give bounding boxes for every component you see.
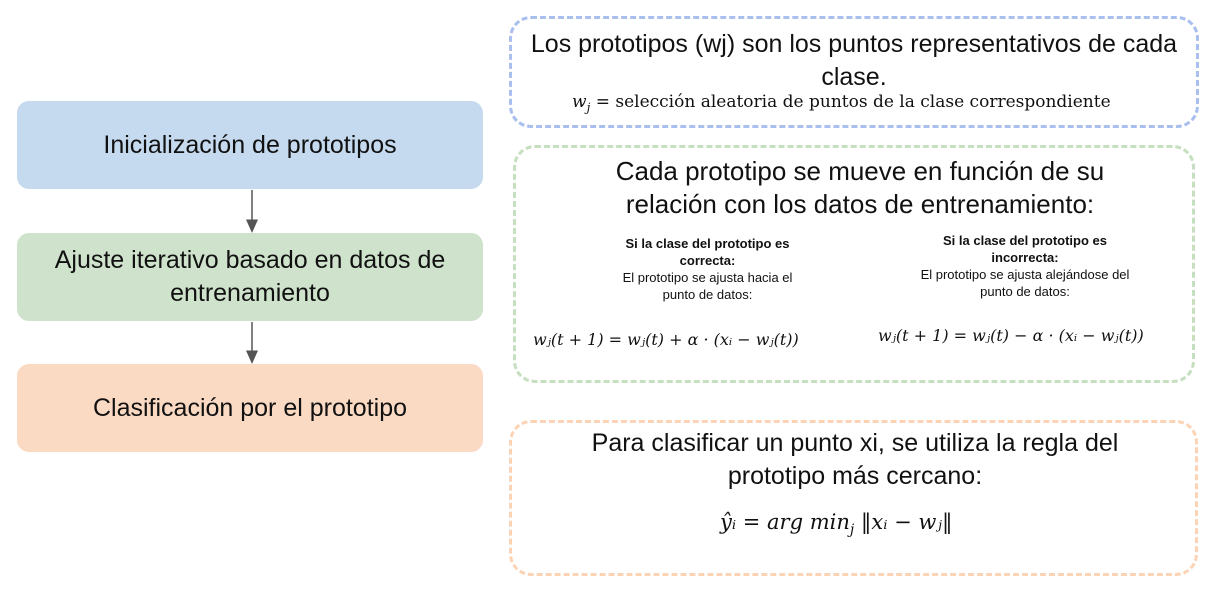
init-formula-lhs: w [572, 92, 587, 112]
correct-case: Si la clase del prototipo es correcta: E… [590, 235, 825, 303]
step-classification-label: Clasificación por el prototipo [92, 393, 408, 422]
correct-case-text: El prototipo se ajusta hacia el punto de… [622, 270, 793, 302]
classify-formula-rhs: ‖xᵢ − wⱼ‖ [860, 510, 953, 534]
step-iterative-adjustment-label: Ajuste iterativo basado en datos de entr… [54, 246, 446, 307]
classify-description: Para clasificar un punto xi, se utiliza … [591, 429, 1119, 490]
incorrect-case: Si la clase del prototipo es incorrecta:… [905, 232, 1145, 300]
incorrect-case-text: El prototipo se ajusta alejándose del pu… [920, 267, 1130, 299]
correct-case-title: Si la clase del prototipo es correcta: [625, 236, 790, 268]
classify-panel [509, 420, 1198, 576]
step-initialization: Inicialización de prototipos [17, 101, 483, 189]
init-formula-rhs: = selección aleatoria de puntos de la cl… [595, 92, 1111, 112]
adjust-description: Cada prototipo se mueve en función de su… [615, 156, 1105, 219]
incorrect-case-title: Si la clase del prototipo es incorrecta: [943, 233, 1107, 265]
init-description: Los prototipos (wj) son los puntos repre… [530, 30, 1178, 91]
correct-formula: wⱼ(t + 1) = wⱼ(t) + α · (xᵢ − wⱼ(t)) [533, 330, 799, 349]
step-initialization-label: Inicialización de prototipos [103, 130, 397, 159]
init-formula-sub: j [586, 100, 591, 115]
classify-formula-lhs: ŷᵢ = arg min [720, 510, 850, 534]
step-iterative-adjustment: Ajuste iterativo basado en datos de entr… [17, 233, 483, 321]
init-panel [509, 16, 1199, 128]
step-classification: Clasificación por el prototipo [17, 364, 483, 452]
classify-formula-sub: j [849, 522, 855, 539]
init-formula: wj = selección aleatoria de puntos de la… [572, 92, 1111, 114]
incorrect-formula: wⱼ(t + 1) = wⱼ(t) − α · (xᵢ − wⱼ(t)) [878, 326, 1144, 345]
adjust-panel [513, 145, 1195, 383]
classify-formula: ŷᵢ = arg minj ‖xᵢ − wⱼ‖ [720, 510, 952, 538]
